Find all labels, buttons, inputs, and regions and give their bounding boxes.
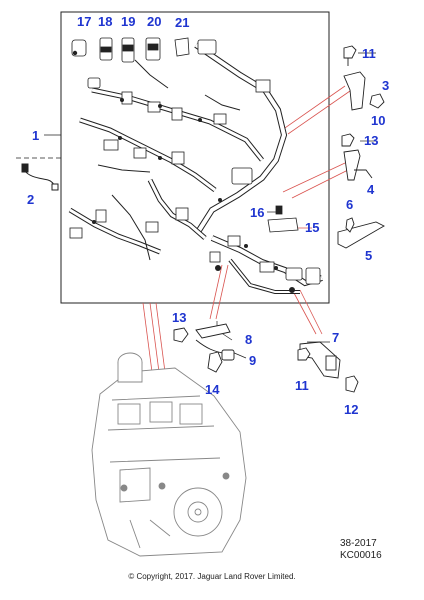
bolt-13-right [341,133,355,147]
callout-4: 4 [367,182,375,197]
clip-10 [369,93,385,109]
callout-10: 10 [371,113,386,128]
callout-17: 17 [77,14,92,29]
callout-5: 5 [365,248,373,263]
bolt-11-lower [297,347,311,361]
callout-19: 19 [121,14,136,29]
bracket-8 [195,323,231,339]
copyright-notice: © Copyright, 2017. Jaguar Land Rover Lim… [128,572,296,581]
bracket-4 [343,149,373,181]
black-leaders [16,52,376,359]
callout-16: 16 [250,205,265,220]
callout-13-lower: 13 [172,310,187,325]
callout-6: 6 [346,197,354,212]
callout-7: 7 [332,330,340,345]
bolt-6 [345,217,355,233]
engine-block [91,352,247,557]
callout-18: 18 [98,14,113,29]
bolt-11-top [343,45,357,66]
sensor-9 [195,339,235,361]
bracket-3 [343,71,366,111]
reference-block: 38-2017 KC00016 [340,538,382,561]
callout-8: 8 [245,332,253,347]
wiring-harness [68,42,323,294]
connector-14 [207,351,223,373]
callout-2: 2 [27,192,35,207]
callout-11-lower: 11 [295,378,309,393]
callout-14: 14 [205,382,220,397]
bolt-13-lower [173,327,189,343]
callout-1: 1 [32,128,40,143]
callout-13-right: 13 [364,133,379,148]
drawing-id: KC00016 [340,549,382,561]
callout-3: 3 [382,78,390,93]
connector-21-icon [174,37,190,57]
bracket-15-16 [267,205,299,233]
date-code: 38-2017 [340,538,377,549]
harness-ties [92,98,295,293]
callout-15: 15 [305,220,320,235]
callout-21: 21 [175,15,190,30]
harness-connectors [69,39,321,285]
cover-5 [337,221,385,249]
callout-20: 20 [147,14,162,29]
callout-11-top: 11 [362,46,376,61]
harness-frame [60,11,330,304]
callout-9: 9 [249,353,257,368]
sensor-cable-2 [21,163,59,191]
callout-12: 12 [344,402,359,417]
connector-icons [71,37,190,63]
bolt-12 [345,375,359,393]
